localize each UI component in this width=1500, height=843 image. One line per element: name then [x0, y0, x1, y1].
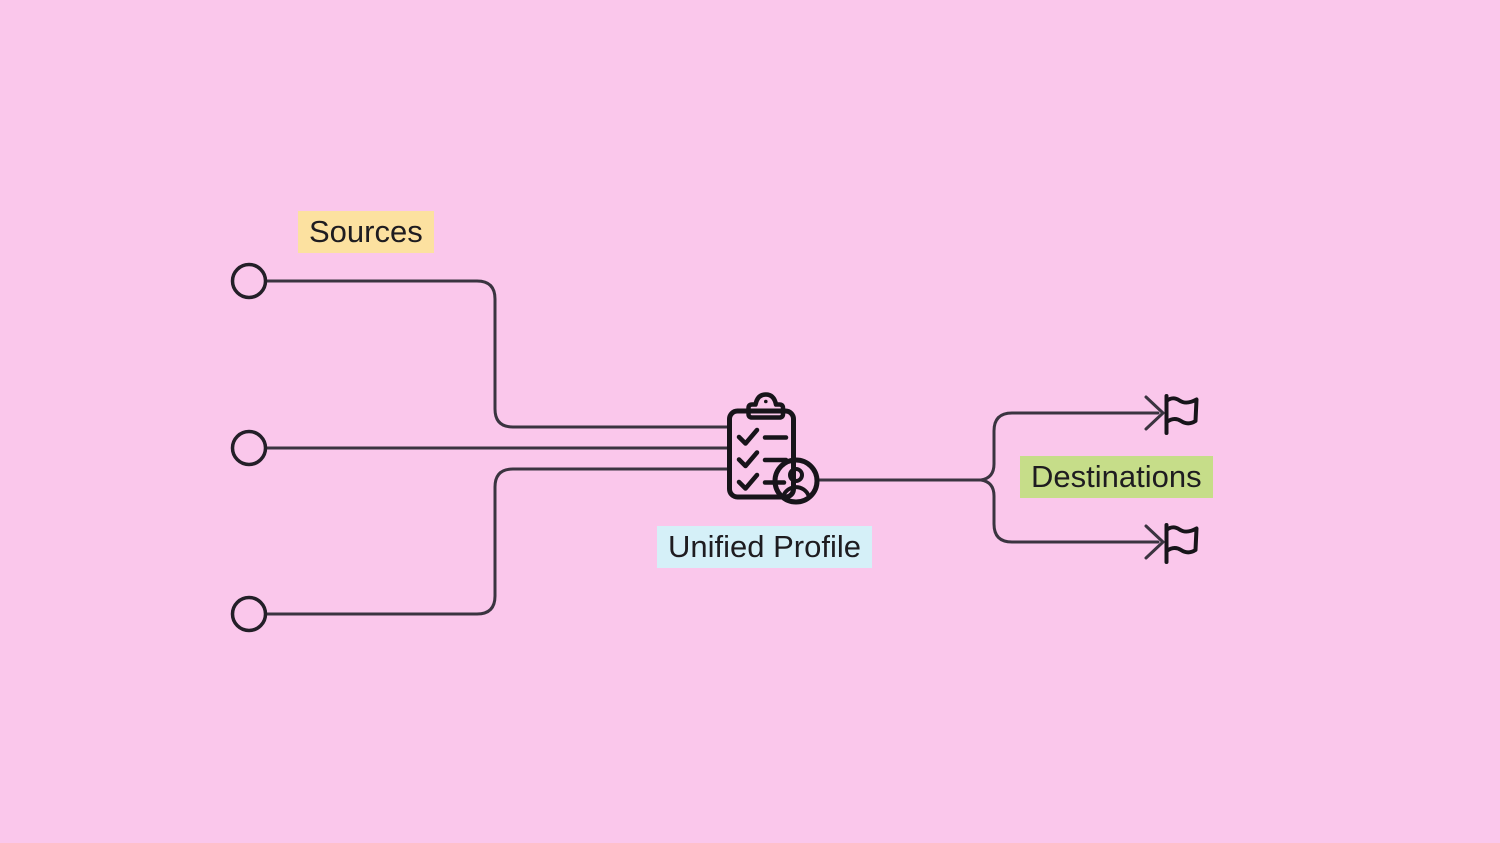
sources-label: Sources — [298, 211, 434, 253]
clipboard-body — [727, 408, 796, 500]
clipboard-checklist-user-icon — [727, 392, 820, 505]
user-badge-circle — [772, 457, 820, 505]
flag-body — [1164, 525, 1199, 555]
flag-icon-top — [1164, 394, 1199, 435]
unified-profile-label: Unified Profile — [657, 526, 872, 568]
connector-destination-bottom — [979, 478, 1160, 544]
clipboard-clip — [746, 392, 786, 420]
checkmark-2 — [736, 450, 760, 469]
connector-source-3 — [264, 467, 731, 616]
source-node-3 — [230, 595, 268, 633]
checkmark-1 — [736, 427, 760, 446]
checkmark-3 — [736, 472, 760, 491]
source-node-1 — [230, 262, 268, 300]
clipboard-clip-dot — [764, 399, 768, 404]
arrowhead-bottom-icon — [1144, 524, 1165, 560]
arrowhead-top-icon — [1144, 395, 1165, 431]
destinations-label: Destinations — [1020, 456, 1213, 498]
flag-body — [1164, 396, 1199, 426]
connector-destination-top — [979, 411, 1160, 482]
connector-source-1 — [264, 279, 731, 429]
user-shoulders — [781, 485, 811, 498]
source-node-2 — [230, 429, 268, 467]
flag-icon-bottom — [1164, 523, 1199, 564]
user-head — [788, 467, 804, 483]
